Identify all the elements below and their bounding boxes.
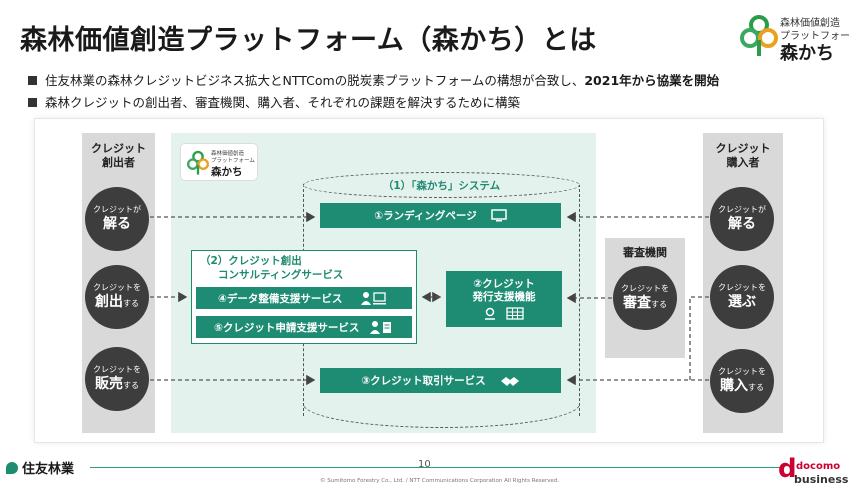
creator-label: クレジット 創出者 (82, 142, 155, 170)
sumitomo-mark-icon (6, 462, 18, 474)
apply-service-box: ⑤クレジット申請支援サービス (196, 316, 412, 338)
auditor-circle-review: クレジットを 審査する (613, 266, 677, 330)
handshake-icon (500, 376, 519, 386)
inner-morikachi-logo: 森林価値創造 プラットフォーム 森かち (180, 143, 258, 181)
morikachi-logo: 森林価値創造 プラットフォーム 森かち (740, 10, 852, 64)
footer-divider (90, 467, 780, 468)
clover-leaf-icon (740, 15, 778, 56)
buyer-circle-understand: クレジットが 解る (710, 187, 774, 251)
inner-logo-name: 森かち (211, 166, 243, 178)
issuance-label-2: 発行支援機能 (472, 291, 536, 303)
clover-leaf-icon (187, 150, 209, 175)
footer-company: 住友林業 (22, 462, 75, 477)
bullet-1-text: 住友林業の森林クレジットビジネス拡大とNTTComの脱炭素プラットフォームの構想… (45, 73, 585, 88)
bullet-square-icon (28, 76, 37, 85)
bullet-1-bold: 2021年から協業を開始 (584, 73, 720, 88)
buyer-label: クレジット 購入者 (703, 142, 783, 170)
apply-service-label: ⑤クレジット申請支援サービス (214, 321, 360, 334)
page-number: 10 (418, 459, 431, 470)
inner-logo-line2: プラットフォーム (211, 158, 255, 164)
page-title: 森林価値創造プラットフォーム（森かち）とは (20, 25, 597, 56)
creator-label-line2: 創出者 (102, 156, 135, 169)
creator-circle-create: クレジットを 創出する (85, 265, 149, 329)
circle-main-text: 購入する (720, 377, 764, 394)
circle-main-text: 解る (103, 215, 131, 232)
trade-service-box: ③クレジット取引サービス (320, 368, 561, 393)
bullet-1: 住友林業の森林クレジットビジネス拡大とNTTComの脱炭素プラットフォームの構想… (28, 70, 719, 89)
circle-main-text: 選ぶ (728, 293, 756, 310)
person-computer-icon (361, 291, 387, 305)
docomo-text: docomo (796, 461, 841, 472)
creator-circle-sell: クレジットを 販売する (85, 347, 149, 411)
creator-label-line1: クレジット (91, 142, 146, 155)
issuance-label-1: ②クレジット (473, 278, 535, 290)
circle-top-text: クレジットを (93, 364, 141, 374)
buyer-label-line2: 購入者 (726, 156, 760, 169)
circle-top-text: クレジットを (93, 282, 141, 292)
buyer-circle-choose: クレジットを 選ぶ (710, 265, 774, 329)
logo-line1: 森林価値創造 (780, 18, 840, 29)
circle-main-text: 解る (728, 215, 756, 232)
auditor-label: 審査機関 (623, 246, 667, 259)
consulting-title-line1: （2）クレジット創出 (200, 255, 302, 267)
system-title: （1）「森かち」システム (382, 180, 501, 192)
docomo-business-logo: d docomo business (778, 456, 850, 490)
buyer-circle-purchase: クレジットを 購入する (710, 349, 774, 413)
consulting-title: （2）クレジット創出 コンサルティングサービス (200, 254, 343, 282)
logo-name: 森かち (780, 43, 834, 64)
table-grid-icon (506, 307, 524, 320)
inner-logo-line1: 森林価値創造 (211, 151, 245, 157)
data-service-label: ④データ整備支援サービス (218, 292, 343, 305)
circle-top-text: クレジットを (718, 282, 766, 292)
system-cylinder-top (303, 172, 580, 198)
consulting-title-line2: コンサルティングサービス (218, 269, 344, 281)
copyright: © Sumitomo Forestry Co., Ltd. / NTT Comm… (320, 478, 560, 484)
sumitomo-logo: 住友林業 (6, 458, 74, 477)
person-document-icon (370, 320, 392, 334)
logo-line2: プラットフォーム (780, 31, 850, 57)
docomo-d-icon: d (778, 454, 797, 484)
creator-circle-understand: クレジットが 解る (85, 187, 149, 251)
landing-page-box: ①ランディングページ (320, 203, 561, 228)
bullet-2: 森林クレジットの創出者、審査機関、購入者、それぞれの課題を解決するために構築 (28, 92, 520, 111)
circle-main-text: 販売する (95, 375, 139, 392)
issuance-support-box: ②クレジット 発行支援機能 (446, 271, 562, 327)
buyer-label-line1: クレジット (715, 142, 771, 155)
circle-main-text: 審査する (623, 294, 667, 311)
circle-top-text: クレジットを (718, 366, 766, 376)
data-service-box: ④データ整備支援サービス (196, 287, 412, 309)
bullet-2-text: 森林クレジットの創出者、審査機関、購入者、それぞれの課題を解決するために構築 (45, 95, 521, 110)
map-pin-icon (485, 307, 495, 320)
trade-service-label: ③クレジット取引サービス (361, 375, 486, 387)
monitor-icon (490, 209, 507, 222)
circle-main-text: 創出する (95, 293, 139, 310)
bullet-square-icon (28, 98, 37, 107)
circle-top-text: クレジットを (621, 283, 669, 293)
business-text: business (794, 473, 849, 486)
landing-page-label: ①ランディングページ (374, 210, 477, 222)
circle-top-text: クレジットが (718, 204, 766, 214)
circle-top-text: クレジットが (93, 204, 141, 214)
